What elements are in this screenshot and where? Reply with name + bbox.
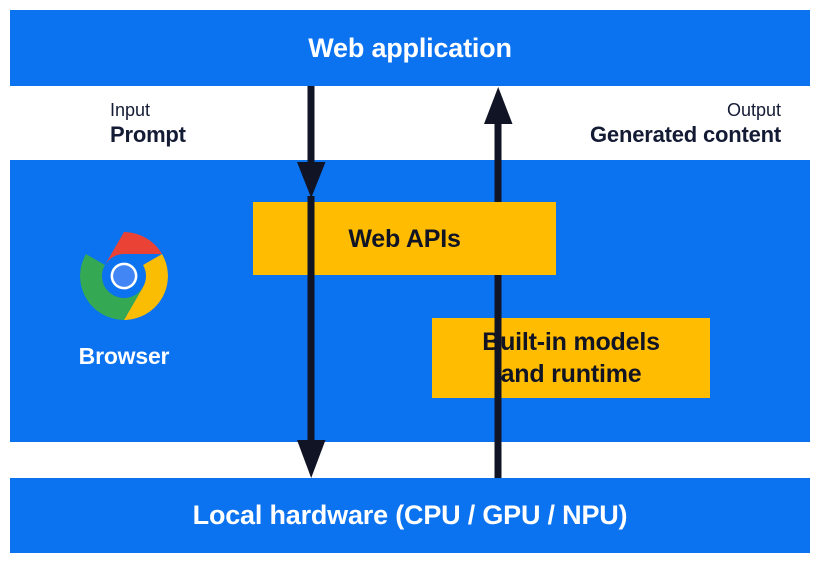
flow-label-input: Input Prompt [110, 99, 186, 149]
box-built-in-models-label: Built-in models and runtime [482, 328, 660, 388]
arrow-down-icon [297, 86, 326, 478]
web-application-title: Web application [308, 33, 512, 63]
browser-label: Browser [78, 343, 170, 369]
arrow-up-icon [484, 87, 513, 478]
arrow-down-segment-over-web-apis [307, 196, 315, 278]
chrome-logo-icon [80, 232, 168, 320]
arrow-up-segment-over-built-in-models [494, 314, 502, 402]
flow-input-value: Prompt [110, 122, 186, 148]
flow-output-value: Generated content [590, 122, 781, 148]
box-built-in-models[interactable]: Built-in models and runtime [432, 318, 710, 398]
local-hardware-title: Local hardware (CPU / GPU / NPU) [192, 500, 628, 530]
flow-output-kind: Output [726, 100, 781, 120]
flow-label-output: Output Generated content [590, 99, 781, 149]
layer-web-application: Web application [10, 10, 810, 86]
box-web-apis-label: Web APIs [348, 224, 461, 253]
layer-local-hardware: Local hardware (CPU / GPU / NPU) [10, 478, 810, 553]
flow-input-kind: Input [110, 100, 151, 120]
box-web-apis[interactable]: Web APIs [253, 202, 556, 275]
